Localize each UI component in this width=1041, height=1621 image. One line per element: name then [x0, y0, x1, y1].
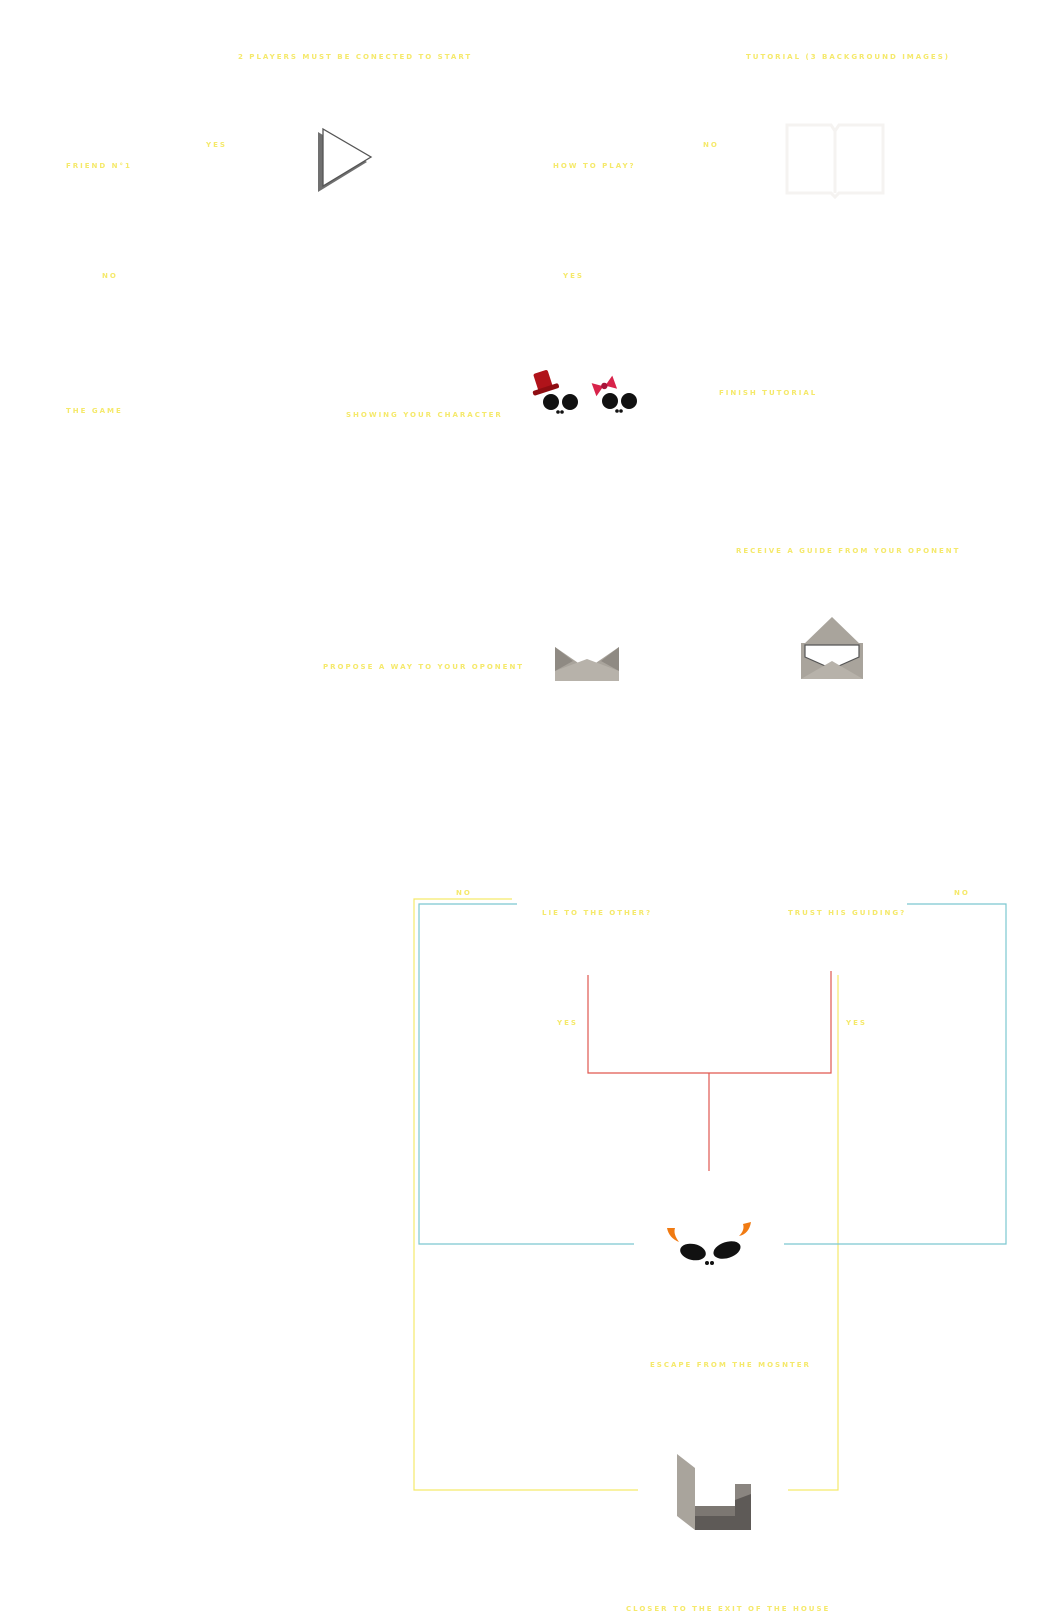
connector-red-merge [587, 971, 832, 1074]
no-label: NO [456, 889, 472, 897]
connector-cyan-right [784, 903, 1007, 1245]
how-to-play-label: HOW TO PLAY? [553, 162, 636, 170]
monster-icon [667, 1222, 751, 1265]
envelope-open-icon [801, 617, 863, 679]
envelope-closed-icon [555, 647, 619, 681]
characters-icon [532, 370, 637, 414]
propose-way-label: PROPOSE A WAY TO YOUR OPONENT [323, 663, 525, 671]
yes-label: YES [557, 1019, 578, 1027]
exit-icon [677, 1454, 751, 1530]
book-icon [785, 123, 885, 200]
tutorial-label: TUTORIAL (3 BACKGROUND IMAGES) [746, 53, 950, 61]
yes-label: YES [846, 1019, 867, 1027]
trust-label: TRUST HIS GUIDING? [788, 909, 907, 917]
finish-tutorial-label: FINISH TUTORIAL [719, 389, 818, 397]
receive-guide-label: RECEIVE A GUIDE FROM YOUR OPONENT [736, 547, 961, 555]
no-label: NO [954, 889, 970, 897]
lie-label: LIE TO THE OTHER? [542, 909, 653, 917]
connector-cyan-left [418, 903, 634, 1245]
showing-character-label: SHOWING YOUR CHARACTER [346, 411, 503, 419]
no-label: NO [703, 141, 719, 149]
escape-label: ESCAPE FROM THE MOSNTER [650, 1361, 811, 1369]
closer-label: CLOSER TO THE EXIT OF THE HOUSE [626, 1605, 831, 1613]
players-connected-label: 2 PLAYERS MUST BE CONECTED TO START [238, 53, 473, 61]
yes-label: YES [563, 272, 584, 280]
connector-yellow-right [788, 975, 839, 1491]
friend-label: FRIEND N°1 [66, 162, 132, 170]
connector-yellow-left [413, 898, 638, 1491]
no-label: NO [102, 272, 118, 280]
play-icon [318, 127, 373, 192]
yes-label: YES [206, 141, 227, 149]
the-game-label: THE GAME [66, 407, 123, 415]
